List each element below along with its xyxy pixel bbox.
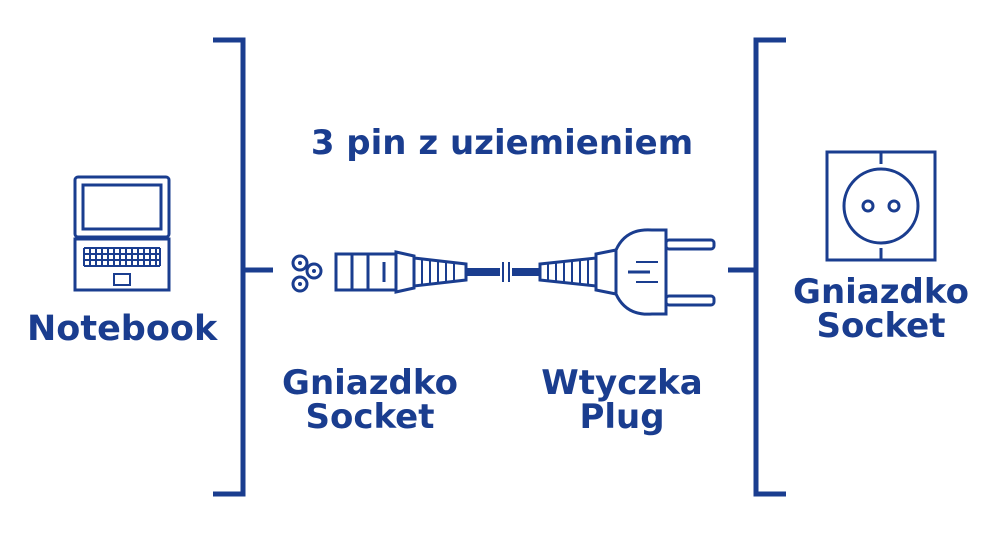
notebook-label: Notebook [27,309,218,349]
wall-socket-icon [825,150,937,262]
schuko-plug-icon [538,228,716,316]
c5-socket-face-icon [291,254,323,293]
left-bracket [213,37,273,497]
c5-socket-icon [334,250,540,294]
cable-socket-label: Gniazdko Socket [282,363,458,437]
right-bracket [728,37,786,497]
cable-plug-label: Wtyczka Plug [541,363,703,437]
connection-type-title: 3 pin z uziemieniem [310,123,694,163]
laptop-icon [73,175,171,292]
wall-socket-label: Gniazdko Socket [793,272,969,346]
